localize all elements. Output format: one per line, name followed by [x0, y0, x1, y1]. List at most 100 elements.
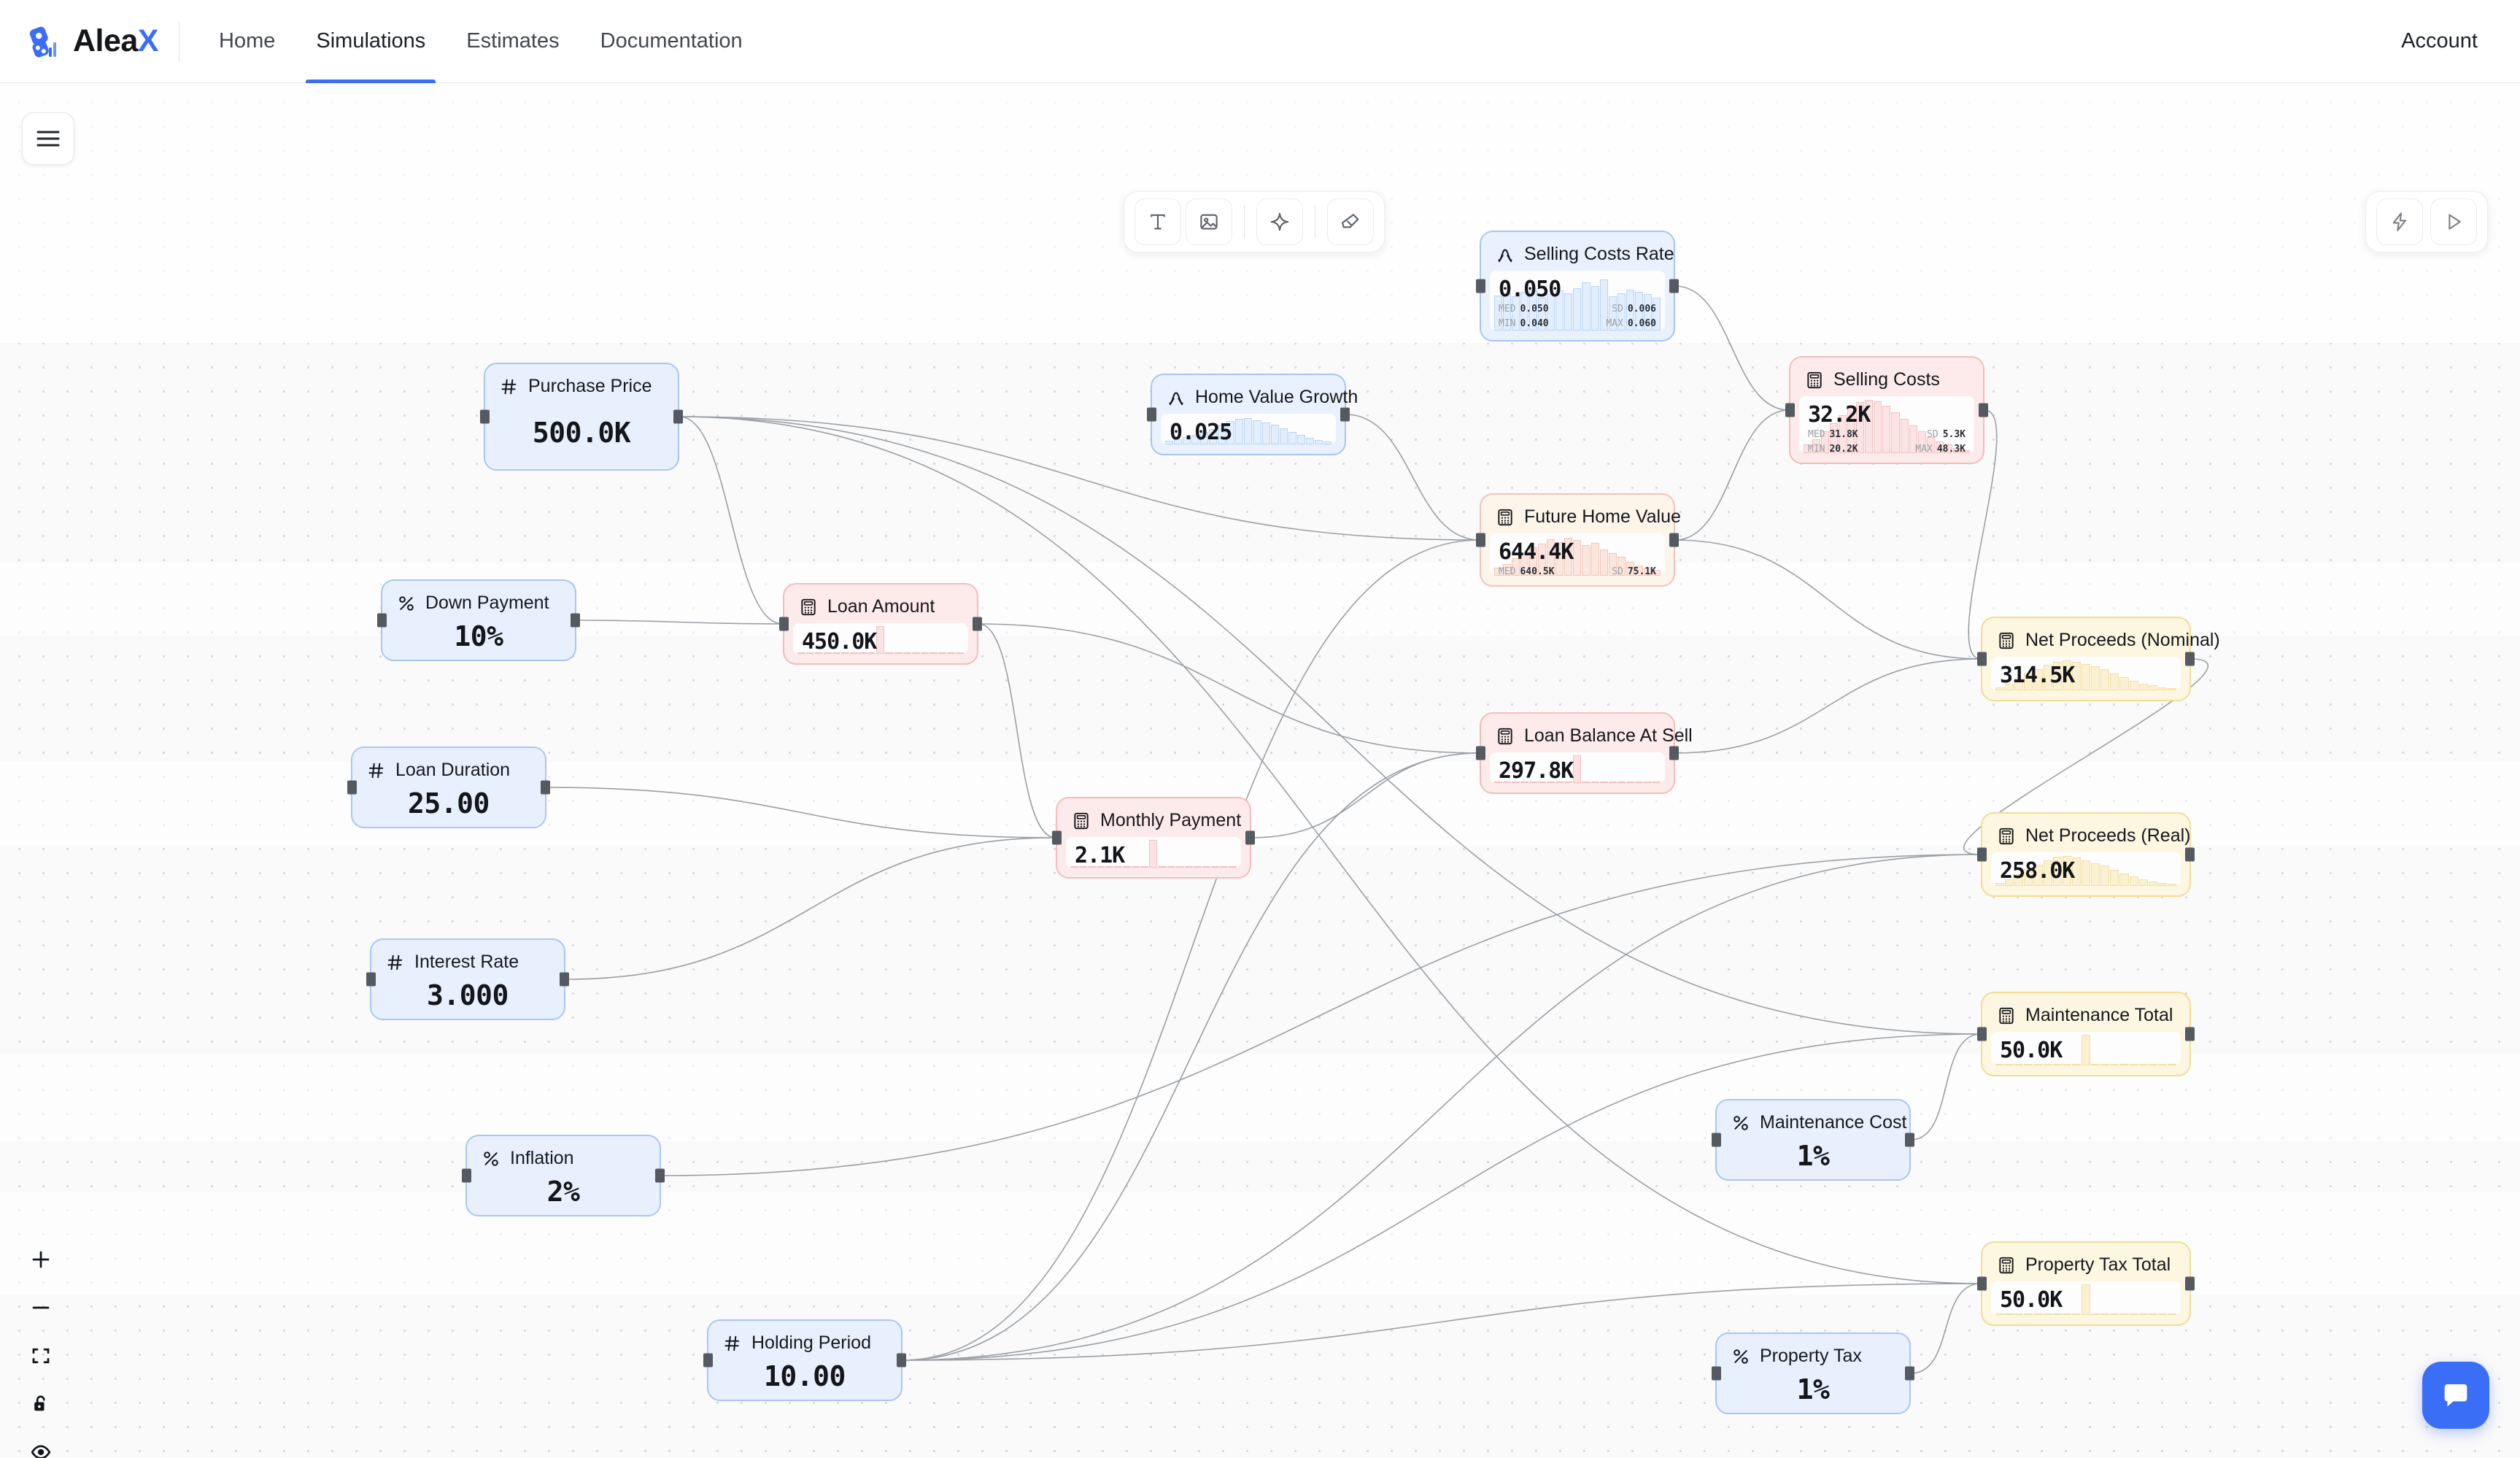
histogram-bar: [2081, 663, 2091, 690]
account-link[interactable]: Account: [2401, 29, 2478, 53]
node-handle-right[interactable]: [1669, 746, 1679, 760]
image-tool-button[interactable]: [1186, 198, 1232, 245]
node-handle-left[interactable]: [1712, 1366, 1721, 1381]
node-handle-right[interactable]: [1979, 403, 1988, 417]
fit-view-button[interactable]: [25, 1340, 57, 1372]
node-value: 644.4K: [1499, 539, 1574, 565]
node-handle-left[interactable]: [1977, 1276, 1987, 1291]
node-handle-left[interactable]: [1147, 407, 1156, 422]
node-handle-left[interactable]: [366, 972, 376, 987]
visibility-toggle-button[interactable]: [25, 1436, 57, 1458]
nav-item-documentation[interactable]: Documentation: [600, 29, 743, 53]
nav-item-simulations[interactable]: Simulations: [295, 0, 446, 83]
node-handle-right[interactable]: [1905, 1133, 1914, 1147]
node-handle-right[interactable]: [673, 409, 683, 424]
node-handle-right[interactable]: [541, 780, 550, 795]
histogram-bar: [797, 652, 806, 654]
node-handle-left[interactable]: [1977, 847, 1987, 862]
node-handle-right[interactable]: [2185, 847, 2195, 862]
node-title: Interest Rate: [371, 940, 564, 973]
zoom-out-button[interactable]: [25, 1292, 57, 1324]
node-handle-right[interactable]: [1340, 407, 1350, 422]
ai-sparkle-button[interactable]: [1256, 198, 1303, 245]
node-title-label: Net Proceeds (Nominal): [2025, 630, 2220, 650]
node-value: 50.0K: [2000, 1038, 2063, 1063]
histogram-bar: [2014, 874, 2024, 886]
chat-support-button[interactable]: [2422, 1362, 2489, 1429]
node-net-proceeds-nominal[interactable]: Net Proceeds (Nominal) 314.5K MED310.6K S…: [1977, 617, 2220, 701]
stat-label-min: MIN: [1808, 444, 1825, 453]
node-handle-right[interactable]: [655, 1168, 665, 1183]
menu-button[interactable]: [22, 112, 74, 165]
node-handle-right[interactable]: [1669, 279, 1679, 293]
node-handle-right[interactable]: [2185, 1027, 2195, 1041]
node-handle-left[interactable]: [1785, 403, 1795, 417]
histogram-bar: [2062, 660, 2071, 690]
node-handle-right[interactable]: [1905, 1366, 1914, 1381]
node-handle-left[interactable]: [1476, 279, 1485, 293]
node-net-proceeds-real[interactable]: Net Proceeds (Real)258.0K MED254.8K SD58…: [1977, 812, 2195, 897]
edge-selling-costs-rate-to-selling-costs: [1674, 285, 1790, 411]
node-handle-left[interactable]: [1476, 533, 1485, 547]
node-handle-left[interactable]: [703, 1353, 713, 1368]
histogram-bars: [1161, 414, 1336, 444]
node-stats: 314.5K MED310.6K SD71.3K MIN172.6K MAX48…: [1991, 657, 2181, 690]
node-title: Purchase Price: [485, 364, 678, 397]
node-handle-left[interactable]: [1052, 830, 1062, 845]
histogram-bar: [2052, 856, 2062, 886]
node-handle-left[interactable]: [1977, 652, 1987, 666]
edge-maintenance-cost-to-maintenance-total: [1910, 1033, 1982, 1141]
node-handle-right[interactable]: [973, 617, 982, 631]
node-handle-right[interactable]: [2185, 1276, 2195, 1291]
node-handle-right[interactable]: [1245, 830, 1255, 845]
node-handle-right[interactable]: [897, 1353, 906, 1368]
node-handle-left[interactable]: [1977, 1027, 1987, 1041]
node-handle-right[interactable]: [571, 613, 580, 628]
histogram-bar: [955, 652, 964, 654]
histogram-bar: [1191, 435, 1200, 444]
eraser-tool-button[interactable]: [1327, 198, 1374, 245]
run-simulation-button[interactable]: [2430, 198, 2477, 245]
node-handle-left[interactable]: [347, 780, 357, 795]
node-stats: 50.0K MED50.0K SD0 MIN50.0K MAX50.0K: [1991, 1032, 2181, 1065]
node-handle-left[interactable]: [462, 1168, 471, 1183]
nav-item-home[interactable]: Home: [219, 29, 276, 53]
quick-run-button[interactable]: [2376, 198, 2423, 245]
node-handle-right[interactable]: [2185, 652, 2195, 666]
node-handle-left[interactable]: [1712, 1133, 1721, 1147]
histogram-bar: [1140, 866, 1149, 868]
stat-value-med: 310.6K: [2021, 688, 2055, 691]
node-handle-left[interactable]: [779, 617, 789, 631]
node-title-label: Maintenance Cost: [1760, 1112, 1907, 1133]
histogram-bar: [1165, 441, 1174, 444]
node-handle-left[interactable]: [1476, 746, 1485, 760]
node-handle-left[interactable]: [377, 613, 387, 628]
lock-toggle-button[interactable]: [25, 1388, 57, 1420]
node-handle-right[interactable]: [560, 972, 569, 987]
node-handle-right[interactable]: [1669, 533, 1679, 547]
zoom-in-button[interactable]: [25, 1243, 57, 1276]
histogram-bar: [1279, 428, 1288, 444]
node-handle-left[interactable]: [480, 409, 490, 424]
nav-item-estimates[interactable]: Estimates: [466, 29, 560, 53]
brand[interactable]: AleaX: [0, 23, 159, 61]
text-tool-button[interactable]: [1135, 198, 1181, 245]
